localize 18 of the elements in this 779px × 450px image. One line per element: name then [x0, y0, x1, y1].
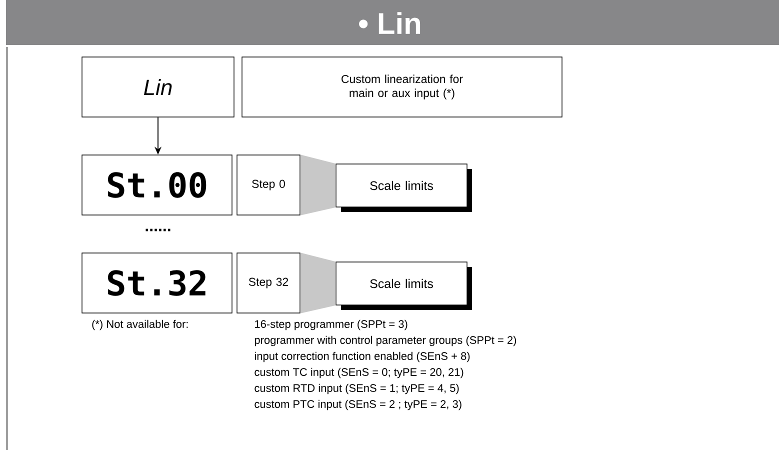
connector-wedge — [300, 252, 336, 314]
footnote-line: input correction function enabled (SEnS + 8) — [254, 352, 470, 362]
display-box: St.32 — [82, 252, 232, 314]
footnote-line: custom RTD input (SEnS = 1; tyPE = 4, 5) — [254, 384, 459, 394]
description-box: Custom linearization for main or aux input (*) — [242, 56, 562, 118]
step-box: Step 0 — [236, 154, 300, 216]
ellipsis: ...... — [146, 228, 170, 232]
title: • Lin — [359, 12, 420, 34]
menu-box: Scale limits — [336, 262, 472, 310]
footnote-line: 16-step programmer (SPPt = 3) — [255, 320, 408, 330]
footnote-line: custom TC input (SEnS = 0; tyPE = 20, 21) — [254, 368, 464, 378]
display-box: St.00 — [82, 154, 232, 216]
menu-box: Scale limits — [336, 164, 472, 212]
parameter-box: Lin — [82, 56, 234, 118]
footnote-line: custom PTC input (SEnS = 2 ; tyPE = 2, 3) — [254, 400, 462, 410]
footnote-line: programmer with control parameter groups (SPPt = 2) — [254, 336, 516, 346]
step-box: Step 32 — [236, 252, 300, 314]
connector-wedge — [300, 154, 336, 216]
